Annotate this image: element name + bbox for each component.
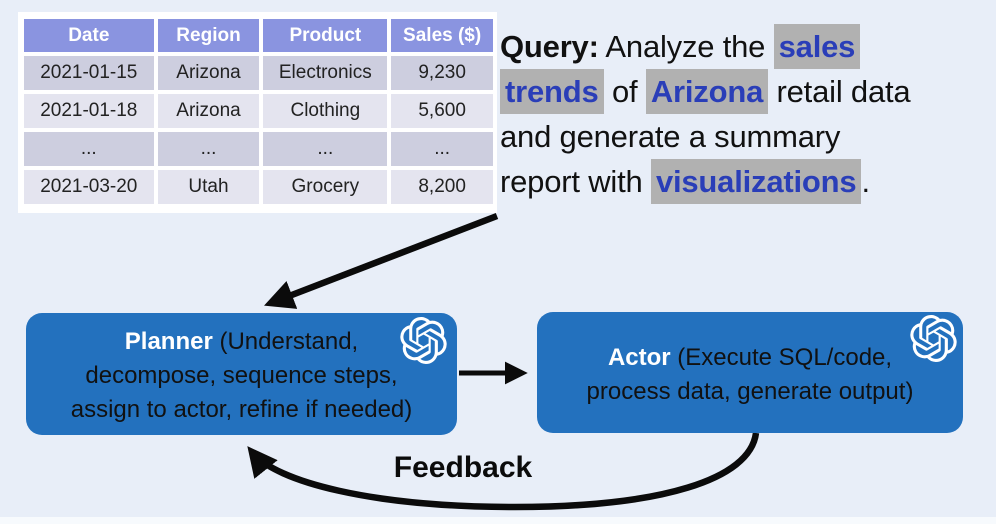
query-line: trends of Arizona retail data — [500, 69, 992, 114]
text-segment: (Understand, — [212, 328, 359, 355]
table-cell: Electronics — [263, 56, 388, 90]
openai-icon — [400, 317, 447, 364]
table-cell: 5,600 — [391, 94, 493, 128]
planner-label: Planner (Understand, decompose, sequence … — [26, 325, 457, 427]
column-header: Date — [24, 19, 154, 52]
text-segment: Actor — [607, 344, 671, 371]
table-row: ............ — [24, 132, 493, 166]
highlighted-keyword: sales — [773, 24, 861, 69]
text-segment: assign to actor, refine if needed) — [70, 396, 413, 423]
table-cell: 2021-01-18 — [24, 94, 154, 128]
highlighted-keyword: visualizations — [650, 159, 862, 204]
table-cell: 2021-01-15 — [24, 56, 154, 90]
text-segment: Query: — [500, 29, 599, 64]
column-header: Sales ($) — [391, 19, 493, 52]
query-line: and generate a summary — [500, 114, 992, 159]
text-segment: of — [603, 74, 646, 109]
text-segment: report with — [500, 164, 651, 199]
query-line: Query: Analyze the sales — [500, 24, 992, 69]
actor-node: Actor (Execute SQL/code, process data, ge… — [537, 312, 963, 433]
text-segment: (Execute SQL/code, — [670, 344, 893, 371]
table-cell: ... — [157, 132, 260, 166]
highlighted-keyword: trends — [500, 69, 604, 114]
column-header: Product — [263, 19, 388, 52]
planner-text-line: Planner (Understand, — [26, 325, 457, 359]
actor-label: Actor (Execute SQL/code, process data, ge… — [537, 341, 963, 409]
query-to-planner-arrow — [264, 212, 499, 309]
slide-bottom-edge — [0, 517, 996, 524]
planner-text-line: assign to actor, refine if needed) — [26, 393, 457, 427]
table-cell: 2021-03-20 — [24, 170, 154, 204]
text-segment: and generate a summary — [500, 119, 841, 154]
query-line: report with visualizations. — [500, 159, 992, 204]
table-cell: Arizona — [157, 56, 260, 90]
text-segment: Analyze the — [598, 29, 774, 64]
table-cell: Grocery — [263, 170, 388, 204]
actor-text-line: Actor (Execute SQL/code, — [537, 341, 963, 375]
text-segment: decompose, sequence steps, — [85, 362, 398, 389]
table-cell: 8,200 — [391, 170, 493, 204]
table-cell: ... — [263, 132, 388, 166]
highlighted-keyword: Arizona — [645, 69, 769, 114]
column-header: Region — [157, 19, 260, 52]
table-cell: ... — [24, 132, 154, 166]
table-cell: Utah — [157, 170, 260, 204]
text-segment: process data, generate output) — [586, 378, 914, 405]
table-cell: 9,230 — [391, 56, 493, 90]
feedback-label: Feedback — [393, 451, 533, 484]
text-segment: . — [861, 164, 870, 199]
text-segment: retail data — [768, 74, 911, 109]
text-segment: Planner — [124, 328, 213, 355]
actor-text-line: process data, generate output) — [537, 375, 963, 409]
planner-text-line: decompose, sequence steps, — [26, 359, 457, 393]
table-cell: Arizona — [157, 94, 260, 128]
table-cell: ... — [391, 132, 493, 166]
openai-icon — [910, 315, 957, 362]
table-cell: Clothing — [263, 94, 388, 128]
planner-node: Planner (Understand, decompose, sequence … — [26, 313, 457, 435]
